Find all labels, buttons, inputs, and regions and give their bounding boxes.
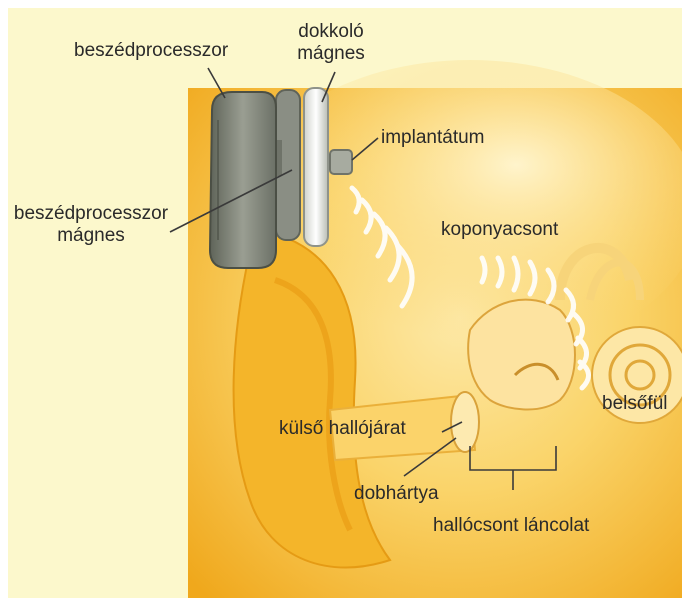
- label-inner-ear: belsőfül: [602, 393, 668, 415]
- label-implant: implantátum: [381, 127, 485, 149]
- label-speech-processor: beszédprocesszor: [74, 40, 228, 62]
- middle-ear: [468, 300, 575, 410]
- label-processor-magnet: beszédprocesszor mágnes: [6, 203, 176, 247]
- label-eardrum: dobhártya: [354, 483, 439, 505]
- label-docking-magnet: dokkoló mágnes: [288, 21, 374, 65]
- eardrum-shape: [451, 392, 479, 452]
- docking-magnet-shape: [304, 88, 328, 246]
- implant-shape: [330, 150, 352, 174]
- label-ossicle-chain: hallócsont láncolat: [433, 515, 589, 537]
- label-skull-bone: koponyacsont: [441, 219, 558, 241]
- speech-processor-shape: [210, 92, 276, 268]
- label-ear-canal: külső hallójárat: [279, 418, 406, 440]
